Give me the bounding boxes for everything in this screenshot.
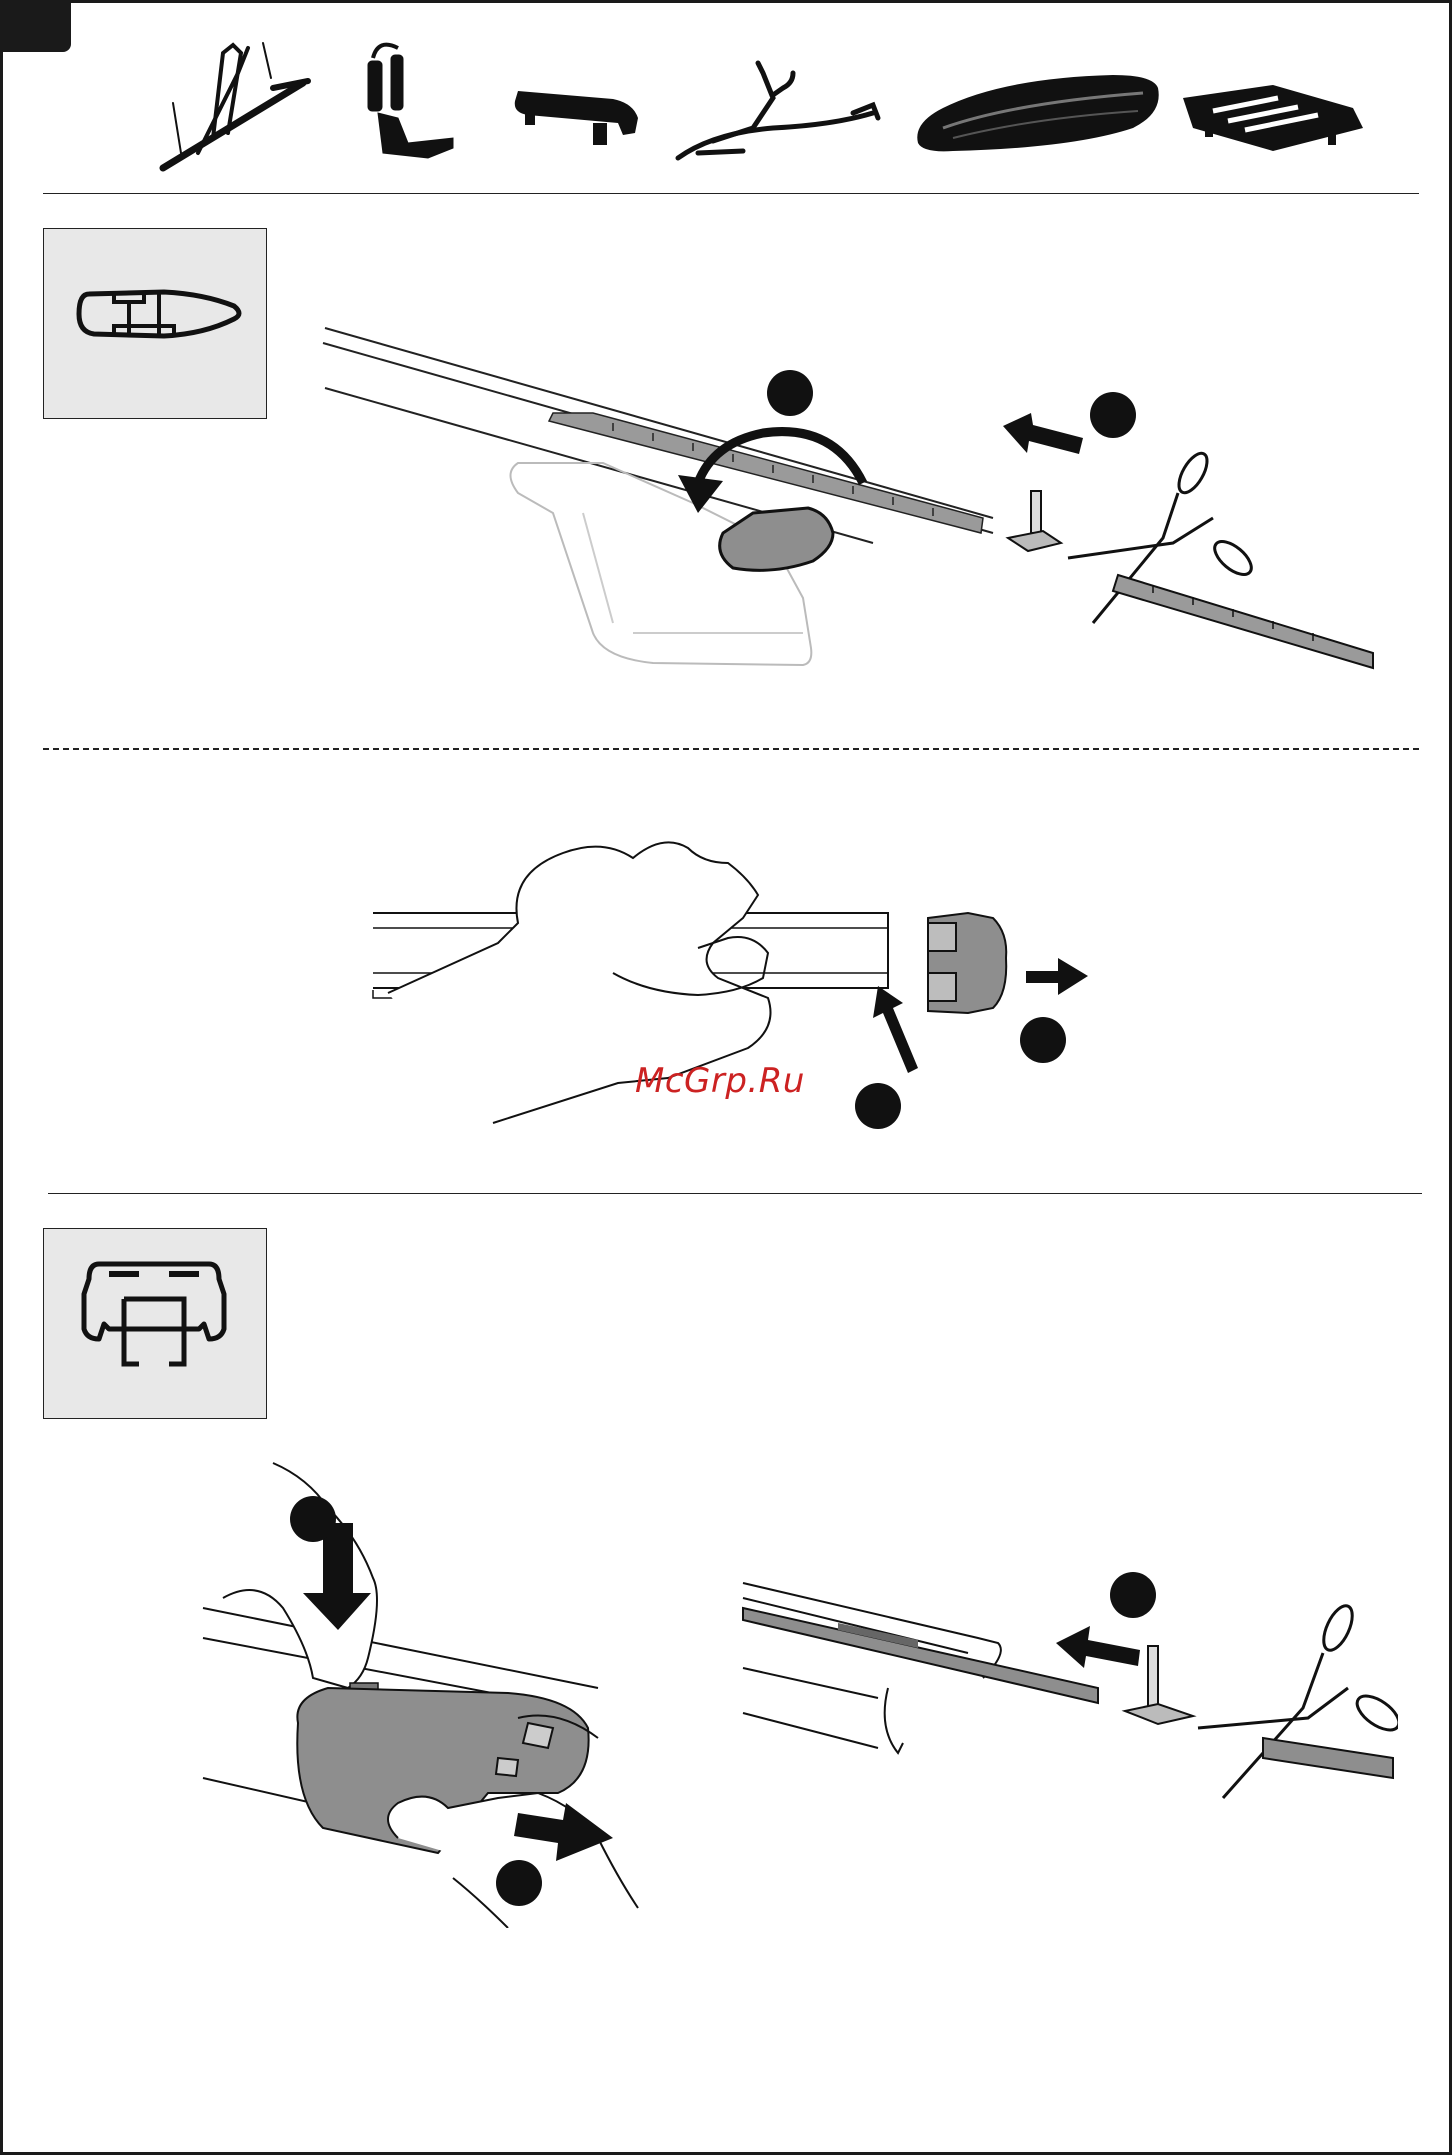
square-bar-profile-icon <box>79 1254 229 1394</box>
wing-bar-profile-panel <box>43 228 267 419</box>
section-divider <box>48 1193 1422 1194</box>
step-marker <box>290 1496 336 1542</box>
step-marker <box>767 370 813 416</box>
kayak-carrier-icon <box>368 45 453 158</box>
wingbar-assembly-illustration <box>313 313 1383 673</box>
bike-mount-icon <box>678 63 878 158</box>
step-marker <box>1020 1017 1066 1063</box>
roof-basket-icon <box>1183 85 1363 151</box>
roof-box-icon <box>917 75 1158 151</box>
step-marker <box>1110 1572 1156 1618</box>
section-divider-dashed <box>43 748 1419 750</box>
square-bar-t-bolt-illustration <box>738 1568 1398 1813</box>
ski-carrier-icon <box>515 91 638 145</box>
top-divider <box>43 193 1419 194</box>
step-marker <box>496 1860 542 1906</box>
bike-carrier-icon <box>163 43 308 168</box>
wing-bar-profile-icon <box>74 274 244 374</box>
page-corner-tab <box>0 0 71 52</box>
step-marker <box>855 1083 901 1129</box>
square-bar-profile-panel <box>43 1228 267 1419</box>
accessory-strip <box>153 33 1373 178</box>
square-bar-end-cap-illustration <box>198 1458 708 1928</box>
step-marker <box>1090 392 1136 438</box>
watermark-text: McGrp.Ru <box>635 1061 805 1101</box>
